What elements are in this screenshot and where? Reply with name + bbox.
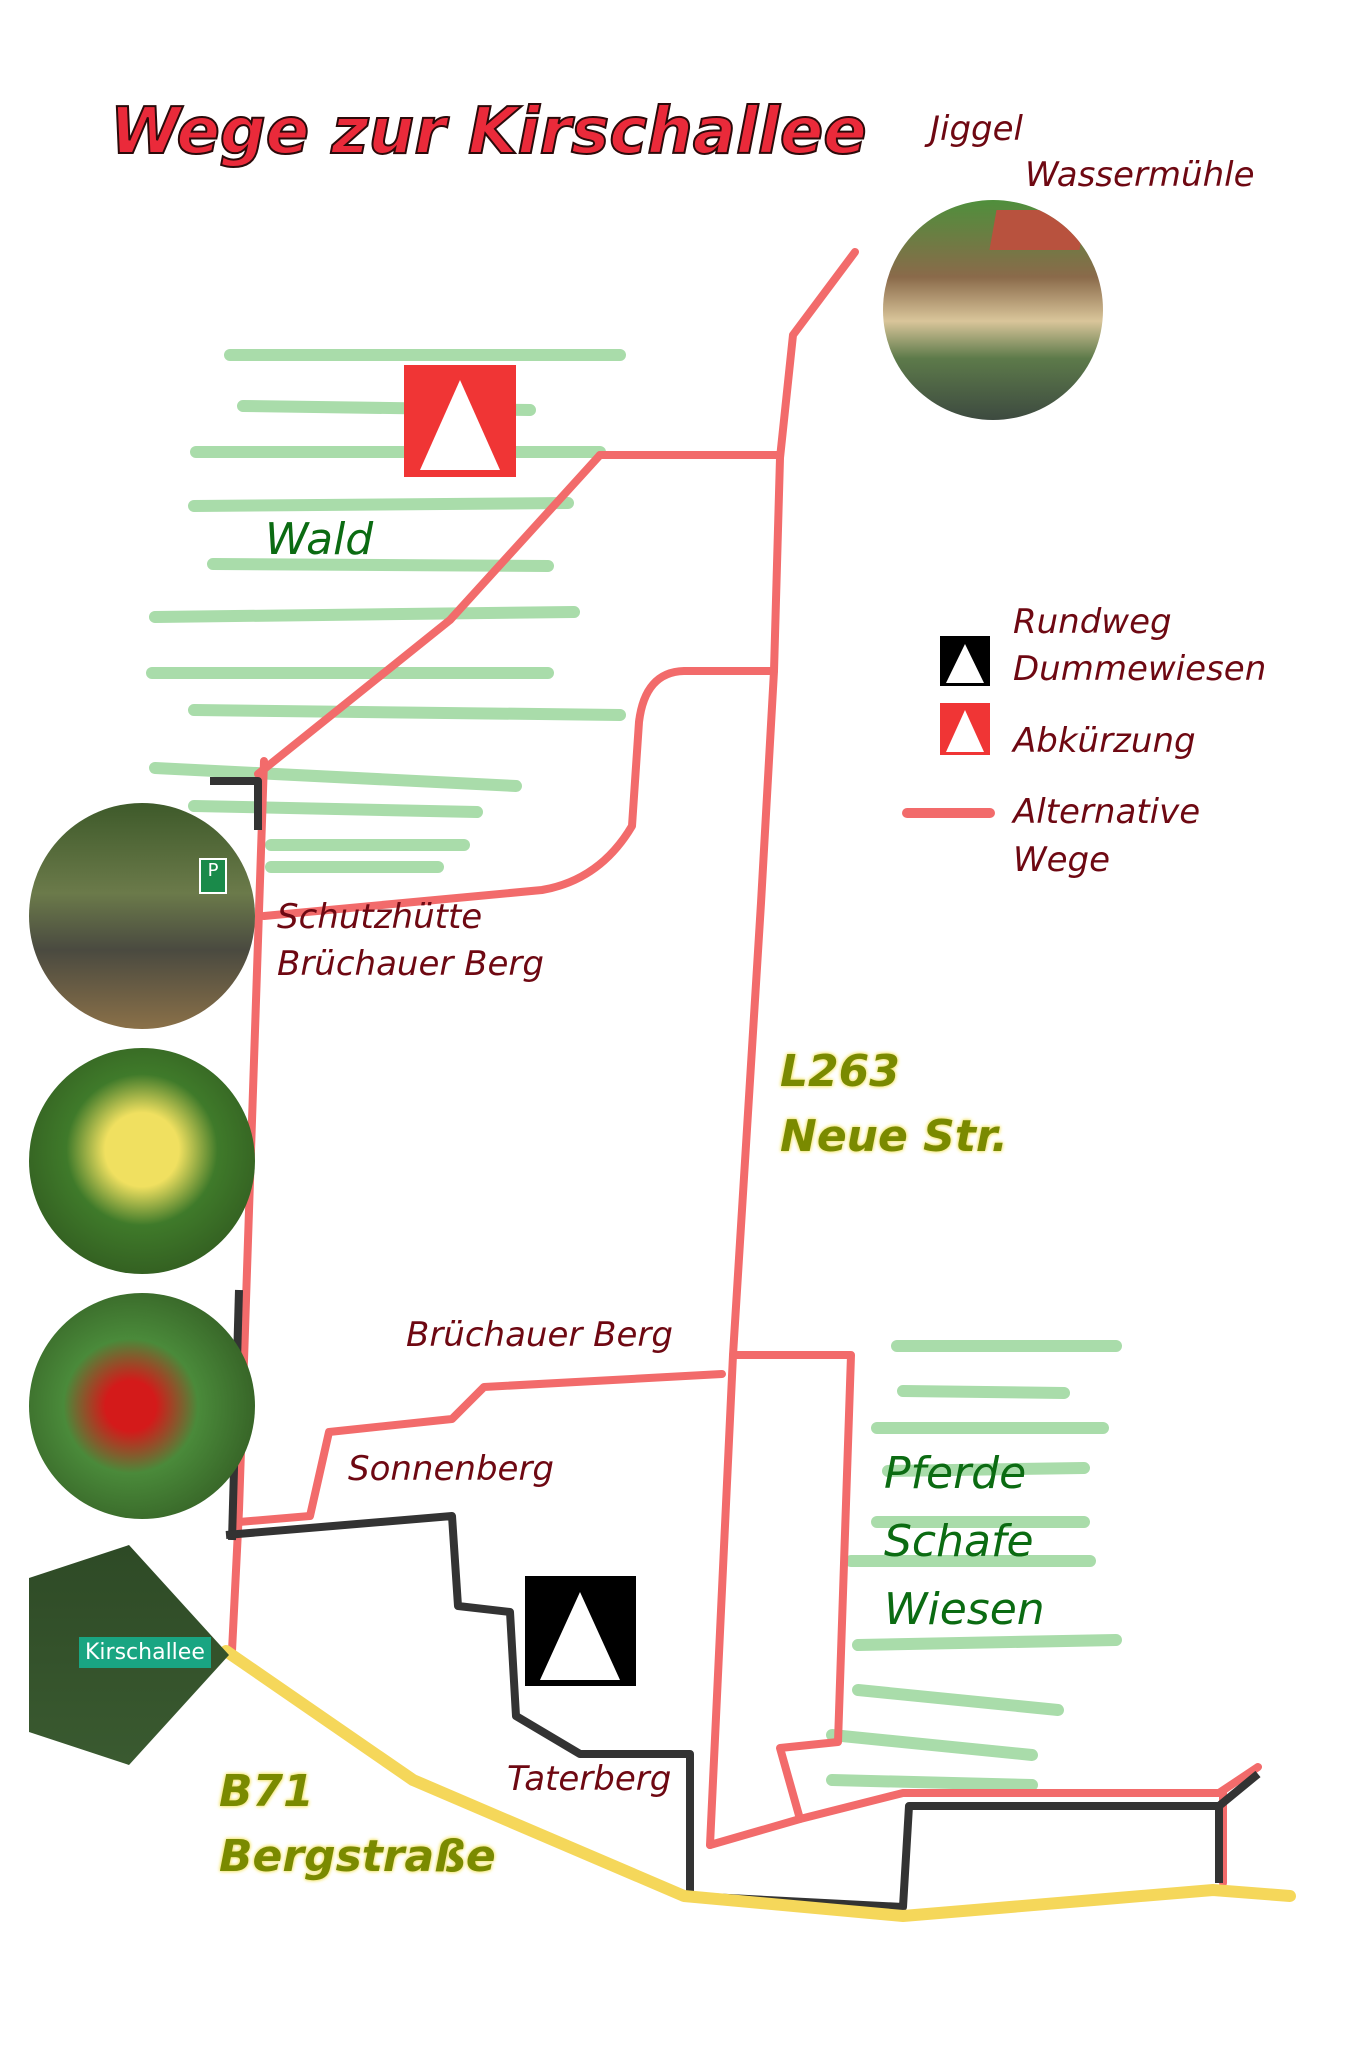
rundweg-marker[interactable]	[525, 1576, 636, 1686]
legend-rundweg-line2: Dummewiesen	[1013, 649, 1267, 689]
legend-shortcut-icon	[940, 703, 990, 755]
legend-alt-line1: Alternative	[1013, 792, 1201, 832]
forest-hatching	[146, 349, 626, 873]
hut-photo: P	[29, 803, 255, 1029]
mill-photo	[883, 200, 1103, 420]
label-sonnenberg: Sonnenberg	[348, 1449, 555, 1489]
label-l263: L263	[780, 1046, 900, 1097]
map-title: Wege zur Kirschallee	[109, 95, 868, 169]
label-bergstrasse: Bergstraße	[219, 1831, 496, 1882]
label-schafe: Schafe	[884, 1516, 1034, 1567]
road-b71	[220, 1645, 1296, 1922]
shortcut-marker[interactable]	[404, 365, 516, 477]
yellow-cherries-photo	[29, 1048, 255, 1274]
legend-shortcut: Abkürzung	[1013, 721, 1196, 761]
red-cherries-photo	[29, 1293, 255, 1519]
label-schutzhuette: Schutzhütte	[277, 897, 483, 937]
label-hut-bruchauer-berg: Brüchauer Berg	[277, 944, 544, 984]
label-taterberg: Taterberg	[507, 1759, 672, 1799]
label-wald: Wald	[265, 514, 374, 565]
label-b71: B71	[219, 1766, 314, 1817]
legend-rundweg-icon	[940, 636, 990, 686]
label-wassermuehle: Wassermühle	[1025, 155, 1255, 195]
label-bruchauer-berg: Brüchauer Berg	[406, 1315, 673, 1355]
label-jiggel: Jiggel	[930, 109, 1024, 149]
meadow-hatching	[826, 1340, 1122, 1791]
label-neue-str: Neue Str.	[780, 1111, 1009, 1162]
legend-alt-line2: Wege	[1013, 840, 1111, 880]
parking-sign-icon: P	[199, 858, 227, 894]
label-pferde: Pferde	[884, 1448, 1027, 1499]
label-wiesen: Wiesen	[884, 1584, 1045, 1635]
kirschallee-sign: Kirschallee	[79, 1637, 211, 1668]
legend-rundweg-line1: Rundweg	[1013, 602, 1172, 642]
route-alternative[interactable]	[228, 248, 1262, 1887]
